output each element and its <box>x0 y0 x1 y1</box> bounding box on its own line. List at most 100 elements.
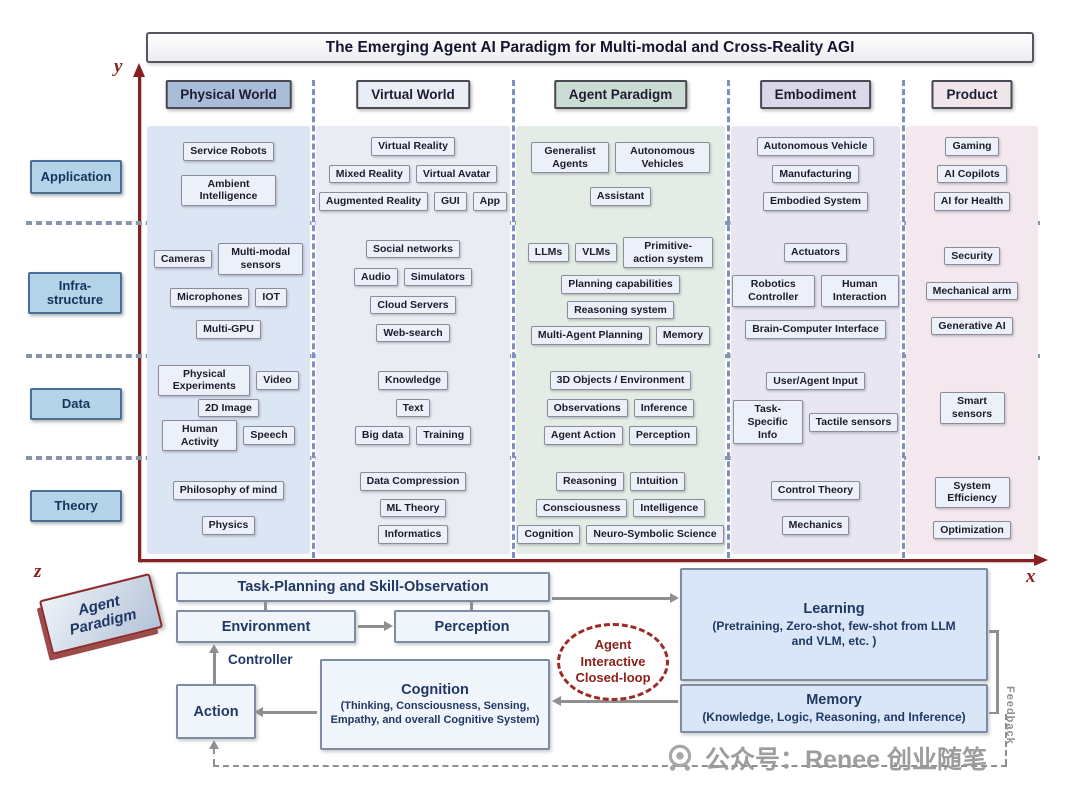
cell-row: Text <box>395 398 431 418</box>
column-header-virtual-world: Virtual World <box>356 80 470 109</box>
column-header-agent-paradigm: Agent Paradigm <box>553 80 688 109</box>
perception-to-learning-arrow <box>552 597 676 600</box>
cell-row: Informatics <box>377 525 449 544</box>
box-3d-objects-environment: 3D Objects / Environment <box>549 371 692 390</box>
box-perception: Perception <box>628 426 698 445</box>
x-axis-arrowhead <box>1034 554 1048 566</box>
box-embodied-system: Embodied System <box>762 192 869 211</box>
environment-box: Environment <box>176 610 356 643</box>
cell-row: 3D Objects / Environment <box>549 371 692 390</box>
box-user-agent-input: User/Agent Input <box>766 371 865 391</box>
box-memory: Memory <box>655 326 711 345</box>
controller-label: Controller <box>228 652 293 667</box>
cell-row: Reasoning system <box>567 300 674 320</box>
box-consciousness: Consciousness <box>535 498 628 518</box>
env-to-perception-arrow <box>358 625 388 628</box>
column-header-product: Product <box>931 80 1013 109</box>
box-actuators: Actuators <box>783 243 847 262</box>
box-web-search: Web-search <box>376 323 450 343</box>
box-tactile-sensors: Tactile sensors <box>808 412 899 432</box>
box-gui: GUI <box>434 192 467 211</box>
feedback-dashed-line <box>213 765 1007 767</box>
box-human-interaction: Human Interaction <box>820 275 899 307</box>
column-header-embodiment: Embodiment <box>759 80 872 109</box>
cell-row: AI for Health <box>933 192 1011 211</box>
cell-row: Planning capabilities <box>561 275 680 294</box>
box-philosophy-of-mind: Philosophy of mind <box>172 480 285 500</box>
cell-row: Cloud Servers <box>370 295 456 315</box>
y-axis-arrowhead <box>133 63 145 77</box>
box-neuro-symbolic-science: Neuro-Symbolic Science <box>586 525 724 544</box>
box-primitive-action-system: Primitive-action system <box>623 237 714 269</box>
cell-row: Mechanical arm <box>925 281 1019 301</box>
arrowhead-icon <box>670 592 679 603</box>
box-multi-agent-planning: Multi-Agent Planning <box>530 326 650 345</box>
box-virtual-avatar: Virtual Avatar <box>415 164 498 184</box>
box-optimization: Optimization <box>933 520 1011 540</box>
cell-data-product: Smart sensors <box>907 362 1037 454</box>
y-axis-label: y <box>114 56 123 77</box>
box-human-activity: Human Activity <box>162 420 238 452</box>
arrowhead-icon <box>552 695 561 706</box>
action-label: Action <box>193 703 239 720</box>
box-augmented-reality: Augmented Reality <box>318 192 428 211</box>
box-service-robots: Service Robots <box>183 142 274 161</box>
y-axis <box>138 76 141 562</box>
cell-row: Ambient Intelligence <box>181 174 276 206</box>
box-generalist-agents: Generalist Agents <box>531 142 609 174</box>
cell-row: Virtual Reality <box>371 137 455 156</box>
box-system-efficiency: System Efficiency <box>934 476 1010 508</box>
box-assistant: Assistant <box>589 187 652 206</box>
feedback-dashed-line <box>213 748 215 765</box>
cell-row: User/Agent Input <box>766 371 865 391</box>
arrowhead-icon <box>209 740 219 749</box>
box-simulators: Simulators <box>403 267 472 287</box>
box-knowledge: Knowledge <box>377 371 448 390</box>
cell-row: Smart sensors <box>939 392 1005 424</box>
cell-row: Security <box>944 246 1000 266</box>
box-physics: Physics <box>201 516 256 536</box>
box-2d-image: 2D Image <box>198 398 259 418</box>
box-text: Text <box>395 398 431 418</box>
feedback-bracket <box>996 630 999 714</box>
cognition-to-action-arrow <box>260 711 317 714</box>
cell-row: Gaming <box>945 137 999 156</box>
box-audio: Audio <box>353 267 398 287</box>
wechat-official-account-icon <box>668 744 692 771</box>
box-llms: LLMs <box>527 243 570 262</box>
column-header-physical-world: Physical World <box>165 80 292 109</box>
box-informatics: Informatics <box>377 525 449 544</box>
box-task-specific-info: Task-Specific Info <box>732 400 803 445</box>
memory-to-cognition-arrow <box>558 700 678 703</box>
column-separator <box>727 80 730 558</box>
box-manufacturing: Manufacturing <box>772 164 859 184</box>
action-box: Action <box>176 684 256 739</box>
task-planning-box: Task-Planning and Skill-Observation <box>176 572 550 602</box>
row-label-infrastructure: Infra-structure <box>28 272 122 314</box>
cell-row: Service Robots <box>183 142 274 161</box>
memory-box: Memory (Knowledge, Logic, Reasoning, and… <box>680 684 988 733</box>
cell-row: Manufacturing <box>772 164 859 184</box>
